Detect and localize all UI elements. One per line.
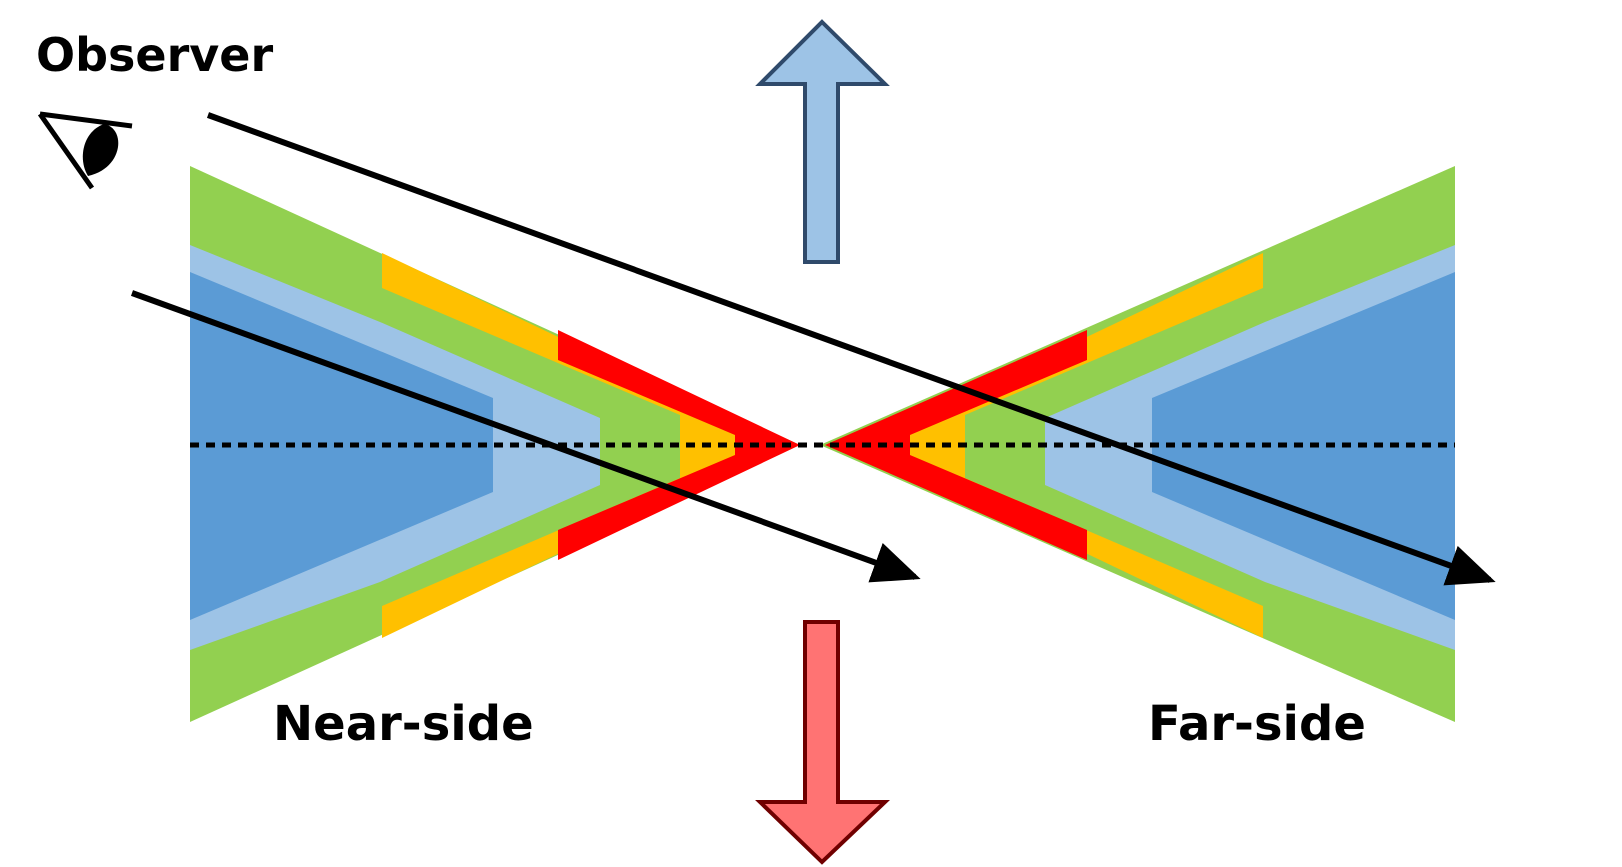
far-side-dark-blue-layer	[1152, 272, 1455, 620]
far-side-orange-layer	[860, 253, 1263, 638]
upper-sightline-ray	[206, 112, 1496, 586]
far-side-label: Far-side	[1148, 696, 1366, 752]
arrow-up-icon	[755, 19, 890, 264]
observer-label: Observer	[36, 28, 273, 82]
far-side-red-layer	[825, 330, 1087, 560]
near-side-label: Near-side	[273, 696, 534, 752]
eye-icon	[37, 111, 133, 190]
lower-sightline-ray	[130, 290, 921, 583]
arrow-down-icon	[755, 620, 890, 865]
